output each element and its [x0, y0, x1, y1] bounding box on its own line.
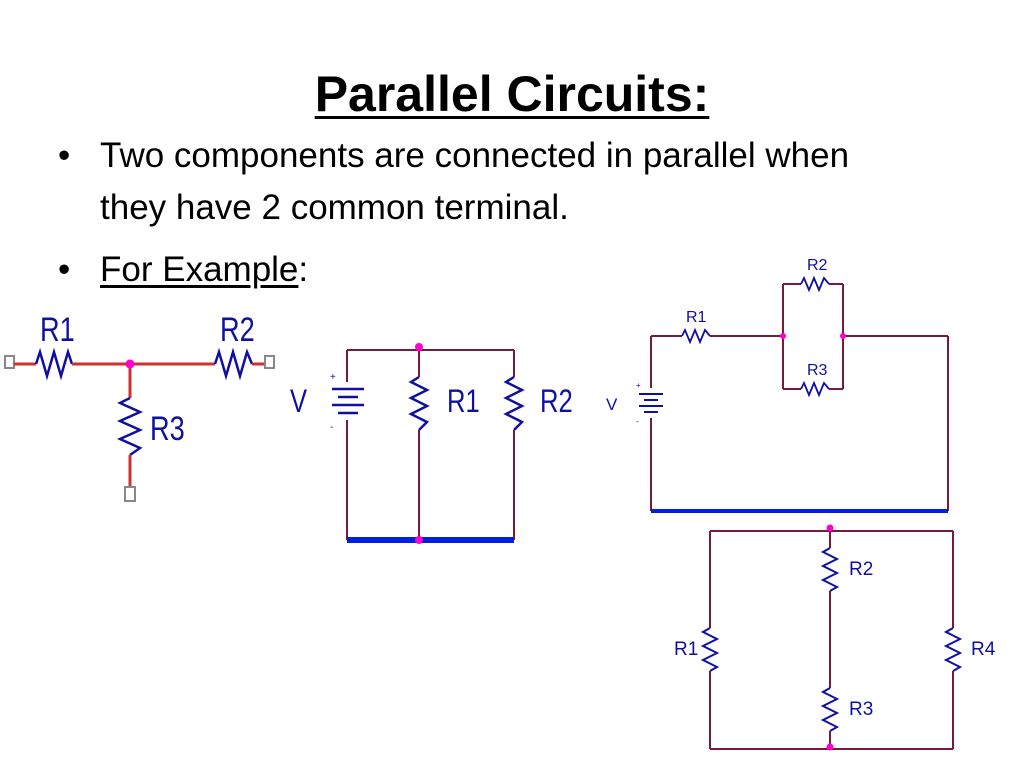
bullet-text-example: For Example: [100, 250, 299, 289]
slide-title-text: Parallel Circuits:: [314, 66, 710, 122]
label-v: V: [290, 384, 308, 419]
resistor-r2-icon: [820, 547, 840, 592]
node-dot: [125, 359, 135, 369]
label-r2: R2: [849, 559, 873, 580]
resistor-r3-icon: [820, 687, 840, 732]
terminal-right-icon: [264, 355, 275, 369]
label-r4: R4: [971, 639, 996, 660]
resistor-r2-icon: [800, 275, 830, 293]
resistor-r2-icon: [503, 375, 525, 431]
series-parallel-diagram: + - R1 R2 R3 V: [606, 257, 949, 513]
label-r1: R1: [674, 639, 698, 660]
terminal-left-icon: [4, 355, 15, 369]
resistor-r1-icon: [700, 627, 720, 672]
t-network-diagram: R1 R2 R3: [4, 310, 275, 502]
label-r3: R3: [849, 699, 873, 720]
bullet-item-example: • For Example:: [58, 244, 918, 296]
bridge-diagram: R1 R2 R3 R4: [674, 524, 996, 751]
label-r2: R2: [807, 257, 828, 274]
resistor-r1-icon: [34, 347, 74, 381]
label-r1: R1: [447, 384, 480, 419]
bullet-dot-icon: •: [58, 136, 71, 175]
node-dot: [415, 536, 423, 544]
label-r3: R3: [807, 362, 828, 379]
node-dot: [826, 743, 834, 751]
bullet-text-colon: :: [298, 250, 309, 289]
label-r1: R1: [40, 310, 75, 349]
node-dot: [780, 333, 786, 339]
resistor-r4-icon: [943, 627, 963, 672]
bullet-list: • Two components are connected in parall…: [58, 130, 918, 296]
bullet-item-definition: • Two components are connected in parall…: [58, 130, 918, 234]
slide-title: Parallel Circuits:: [0, 64, 1024, 124]
label-r2: R2: [540, 384, 573, 419]
label-v: V: [606, 395, 618, 414]
battery-plus-sign: +: [636, 381, 641, 390]
label-r1: R1: [686, 309, 707, 326]
battery-minus-sign: -: [636, 417, 639, 426]
parallel-source-diagram: + - V R1 R2: [290, 343, 573, 544]
label-r3: R3: [150, 409, 185, 448]
resistor-r3-icon: [800, 380, 830, 398]
terminal-bottom-icon: [124, 486, 136, 502]
node-dot: [840, 333, 846, 339]
resistor-r2-icon: [213, 347, 254, 381]
bullet-dot-icon: •: [58, 250, 71, 289]
battery-plus-sign: +: [330, 372, 336, 383]
battery-minus-sign: -: [330, 422, 333, 433]
bullet-text-definition: Two components are connected in parallel…: [100, 136, 850, 227]
resistor-r1-icon: [408, 375, 430, 431]
node-dot: [415, 343, 423, 351]
node-dot: [826, 524, 834, 532]
label-r2: R2: [220, 310, 255, 349]
resistor-r3-icon: [116, 396, 144, 457]
resistor-r1-icon: [681, 327, 711, 345]
